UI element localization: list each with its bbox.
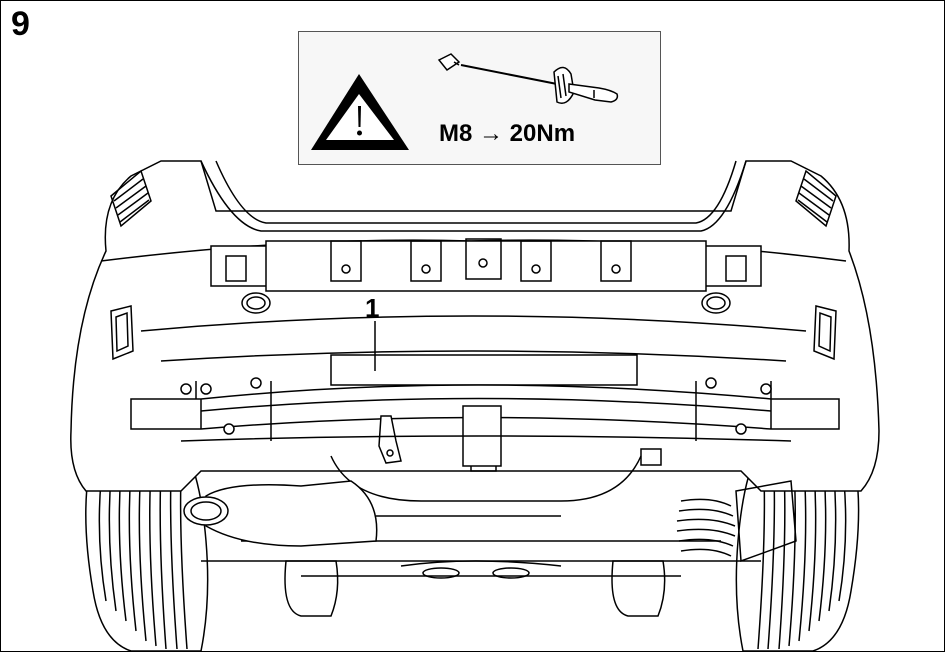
upper-crossmember: [210, 238, 762, 292]
torque-specification: M8 → 20Nm: [439, 120, 576, 147]
reinforcement-plate: [330, 354, 638, 386]
warning-triangle-icon: [311, 74, 409, 150]
underbody: [180, 435, 792, 579]
torque-wrench-icon: [437, 53, 619, 104]
part-label-1: 1: [365, 293, 380, 323]
torque-callout: M8 → 20Nm: [298, 31, 661, 165]
step-number: 9: [11, 5, 30, 43]
exhaust-muffler: [183, 480, 561, 547]
callout-art: [311, 53, 619, 150]
coil-spring: [676, 480, 797, 563]
